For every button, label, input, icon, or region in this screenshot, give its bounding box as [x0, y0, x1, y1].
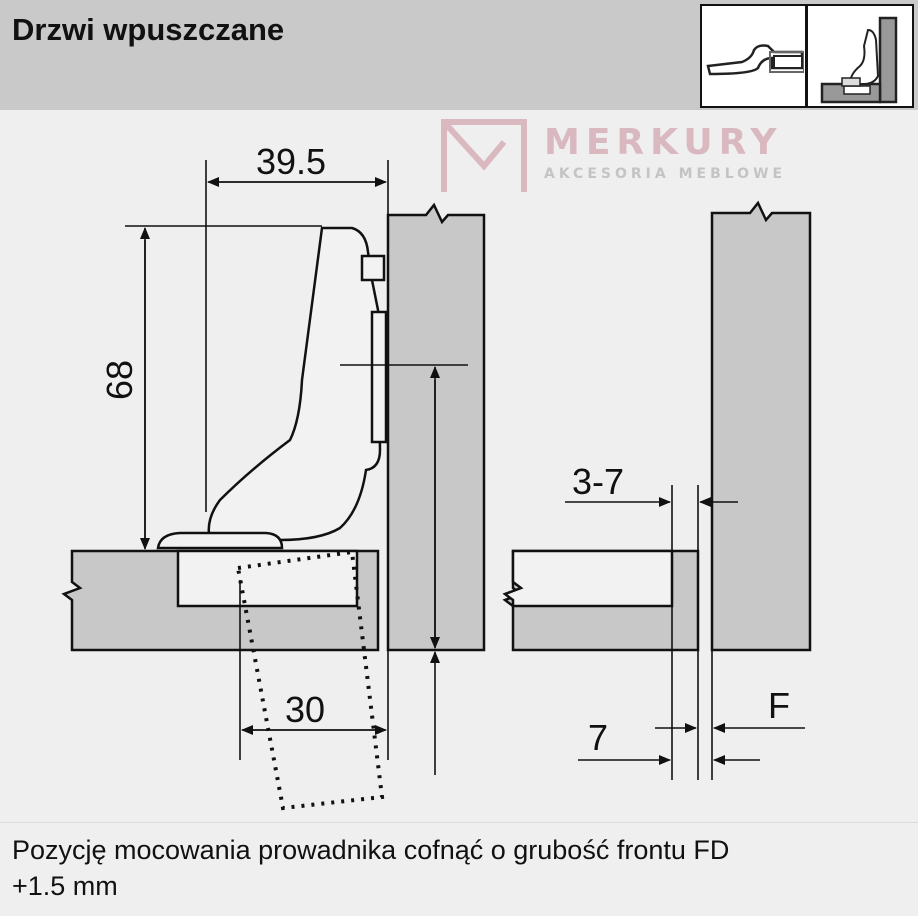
watermark-tagline: AKCESORIA MEBLOWE	[544, 166, 786, 182]
door-panel-left	[386, 202, 486, 652]
swing-outline	[235, 549, 385, 811]
divider	[0, 822, 918, 823]
note-line-2: +1.5 mm	[12, 871, 118, 901]
hinge-icons	[700, 4, 914, 108]
page-title: Drzwi wpuszczane	[12, 12, 285, 47]
header-bar: Drzwi wpuszczane	[0, 0, 918, 110]
hinge-body	[156, 226, 388, 550]
merkury-watermark-logo: MERKURY AKCESORIA MEBLOWE	[441, 119, 786, 192]
dim-7-label: 7	[588, 717, 608, 758]
watermark-brand: MERKURY	[544, 122, 782, 163]
dim-3-7-label: 3-7	[572, 461, 624, 502]
note-line-1: Pozycję mocowania prowadnika cofnąć o gr…	[12, 835, 730, 865]
dim-f-label: F	[768, 685, 790, 726]
mounting-note: Pozycję mocowania prowadnika cofnąć o gr…	[12, 832, 892, 904]
hinge-side-view-icon	[702, 6, 808, 106]
dim-39-5-label: 39.5	[256, 141, 326, 182]
dim-68-label: 68	[99, 360, 140, 400]
dim-30-label: 30	[285, 689, 325, 730]
cup-hole	[176, 549, 359, 608]
door-panel-right	[710, 200, 812, 652]
hinge-mounted-view-icon	[808, 6, 912, 106]
